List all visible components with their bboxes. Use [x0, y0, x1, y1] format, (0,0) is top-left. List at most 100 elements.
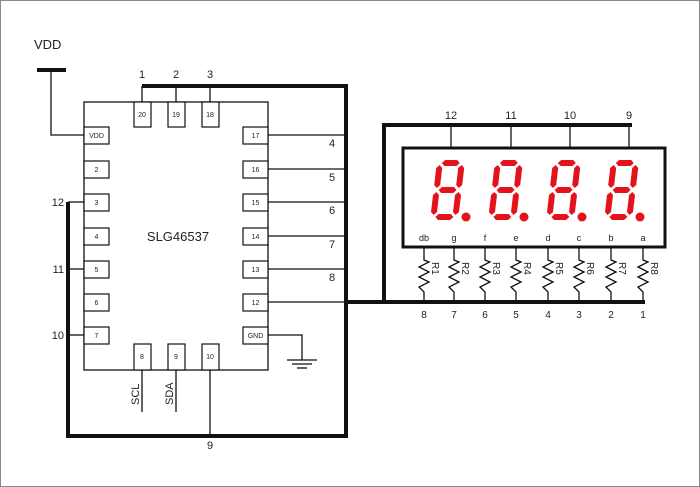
gnd-wire — [268, 334, 303, 360]
pin-number: VDD — [89, 133, 104, 140]
pin-number: 13 — [252, 267, 260, 274]
chip-pin — [242, 293, 269, 312]
segment-label: d — [545, 233, 550, 243]
digit-net-label: 11 — [505, 110, 516, 122]
pin-number: 16 — [252, 167, 260, 174]
net-label: 4 — [329, 138, 335, 150]
resistor-icon — [447, 247, 461, 302]
chip-pin — [167, 343, 186, 371]
segment — [499, 160, 518, 166]
digit-3 — [547, 160, 587, 222]
vdd-label: VDD — [34, 37, 61, 52]
net-label: SDA — [164, 382, 176, 405]
digit-2 — [489, 160, 529, 222]
net-label: 11 — [53, 264, 64, 276]
resistor-label: R2 — [459, 262, 470, 275]
segment — [431, 192, 439, 215]
net-label: 1 — [139, 69, 145, 81]
segment — [612, 187, 631, 193]
pin-number: 3 — [95, 200, 99, 207]
segment-net-label: 8 — [421, 310, 427, 321]
segment — [435, 214, 454, 220]
segment — [551, 214, 570, 220]
chip-pin — [83, 160, 110, 179]
segment-label: g — [451, 233, 456, 243]
chip-pin — [242, 260, 269, 279]
segment — [453, 192, 461, 215]
segment — [615, 160, 634, 166]
net-label: 9 — [207, 440, 213, 452]
chip-pin — [242, 227, 269, 246]
segment — [456, 165, 465, 188]
chip-pin — [83, 126, 110, 145]
chip-pin — [242, 193, 269, 212]
resistor-icon — [604, 247, 618, 302]
net-label: 10 — [52, 330, 64, 342]
net-label: SCL — [130, 384, 142, 405]
segment — [572, 165, 581, 188]
segment — [608, 165, 617, 188]
net-label: 6 — [329, 205, 335, 217]
pin-number: 15 — [252, 200, 260, 207]
segment-label: f — [484, 233, 487, 243]
pin-number: 5 — [95, 267, 99, 274]
pin-number: 4 — [95, 234, 99, 241]
pin-number: GND — [248, 333, 264, 340]
segment — [554, 187, 573, 193]
segment — [489, 192, 497, 215]
chip-pin — [133, 101, 152, 128]
segment-label: b — [608, 233, 613, 243]
net-label: 3 — [207, 69, 213, 81]
segment — [605, 192, 613, 215]
net-label: 5 — [329, 172, 335, 184]
segment-net-label: 5 — [513, 310, 519, 321]
pin-number: 20 — [138, 112, 146, 119]
segment — [434, 165, 443, 188]
pin-number: 10 — [206, 354, 214, 361]
segment — [609, 214, 628, 220]
chip-bus — [66, 84, 348, 438]
chip-pin — [83, 293, 110, 312]
vdd-wire — [50, 70, 84, 136]
segment — [514, 165, 523, 188]
decimal-point — [577, 212, 587, 222]
chip-pin — [167, 101, 186, 128]
chip-pin — [83, 227, 110, 246]
segment — [493, 214, 512, 220]
pin-number: 2 — [95, 167, 99, 174]
wires — [37, 68, 645, 438]
pin-number: 14 — [252, 234, 260, 241]
segment — [441, 160, 460, 166]
resistor-label: R1 — [429, 262, 440, 275]
digit-net-label: 9 — [626, 110, 632, 122]
resistor-icon — [572, 247, 586, 302]
pin-number: 17 — [252, 133, 260, 140]
segment-net-label: 4 — [545, 310, 551, 321]
chip-pin — [242, 160, 269, 179]
pin-number: 12 — [252, 300, 260, 307]
segment — [438, 187, 457, 193]
chip-pin — [133, 343, 152, 371]
segment-net-label: 1 — [640, 310, 646, 321]
resistor-icon — [541, 247, 555, 302]
pin-number: 7 — [95, 333, 99, 340]
pin-number: 19 — [172, 112, 180, 119]
segment — [557, 160, 576, 166]
decimal-point — [461, 212, 471, 222]
resistor-icon — [417, 247, 431, 302]
chip-pin — [201, 343, 220, 371]
segment — [547, 192, 555, 215]
decimal-point — [635, 212, 645, 222]
segment — [569, 192, 577, 215]
segment — [627, 192, 635, 215]
chip-pin — [242, 326, 269, 345]
resistor-label: R6 — [584, 262, 595, 275]
digit-4 — [605, 160, 645, 222]
resistor-icon — [636, 247, 650, 302]
segment-net-label: 2 — [608, 310, 614, 321]
segment-label: a — [640, 233, 645, 243]
net-label: 2 — [173, 69, 179, 81]
decimal-point — [519, 212, 529, 222]
resistor-icon — [478, 247, 492, 302]
